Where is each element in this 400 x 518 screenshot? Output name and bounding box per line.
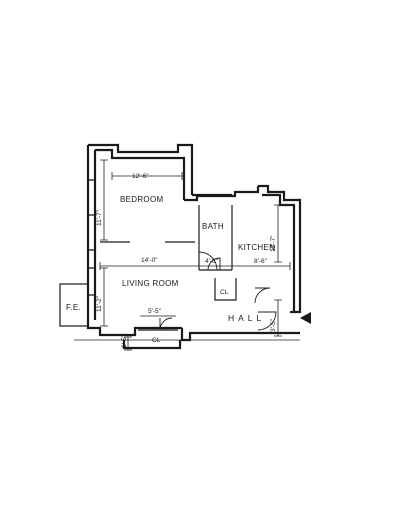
dimension-lines: [74, 159, 300, 351]
kitchen-closet-label: CL: [220, 289, 229, 296]
hall-width-dim: 3'-5": [270, 318, 277, 332]
kitchen-depth-dim: 12'-7": [270, 235, 277, 252]
closet-depth-dim: 1'-5": [121, 334, 128, 348]
bath-label: BATH: [202, 222, 224, 231]
closet-width-dim: 5'-5": [148, 308, 162, 315]
living-width-dim: 14'-0": [141, 257, 158, 264]
bath-width-dim: 4'-6": [205, 258, 219, 265]
kitchen-width-dim: 8'-6": [254, 258, 268, 265]
bedroom-label: BEDROOM: [120, 195, 163, 204]
bedroom-width-dim: 12'-6": [132, 173, 149, 180]
living-depth-dim: 11'-2": [96, 295, 103, 312]
bedroom-depth-dim: 11'-7": [96, 209, 103, 226]
exterior-walls: [86, 143, 302, 350]
living-closet-label: CL: [152, 337, 161, 344]
hall-label: HALL: [228, 313, 265, 323]
fire-escape-label: F.E.: [66, 303, 81, 312]
living-room-label: LIVING ROOM: [122, 279, 179, 288]
doors: [159, 251, 277, 331]
entry-arrow-icon: [300, 312, 311, 324]
kitchen-label: KITCHEN: [238, 243, 275, 252]
fire-escape: [59, 283, 89, 327]
